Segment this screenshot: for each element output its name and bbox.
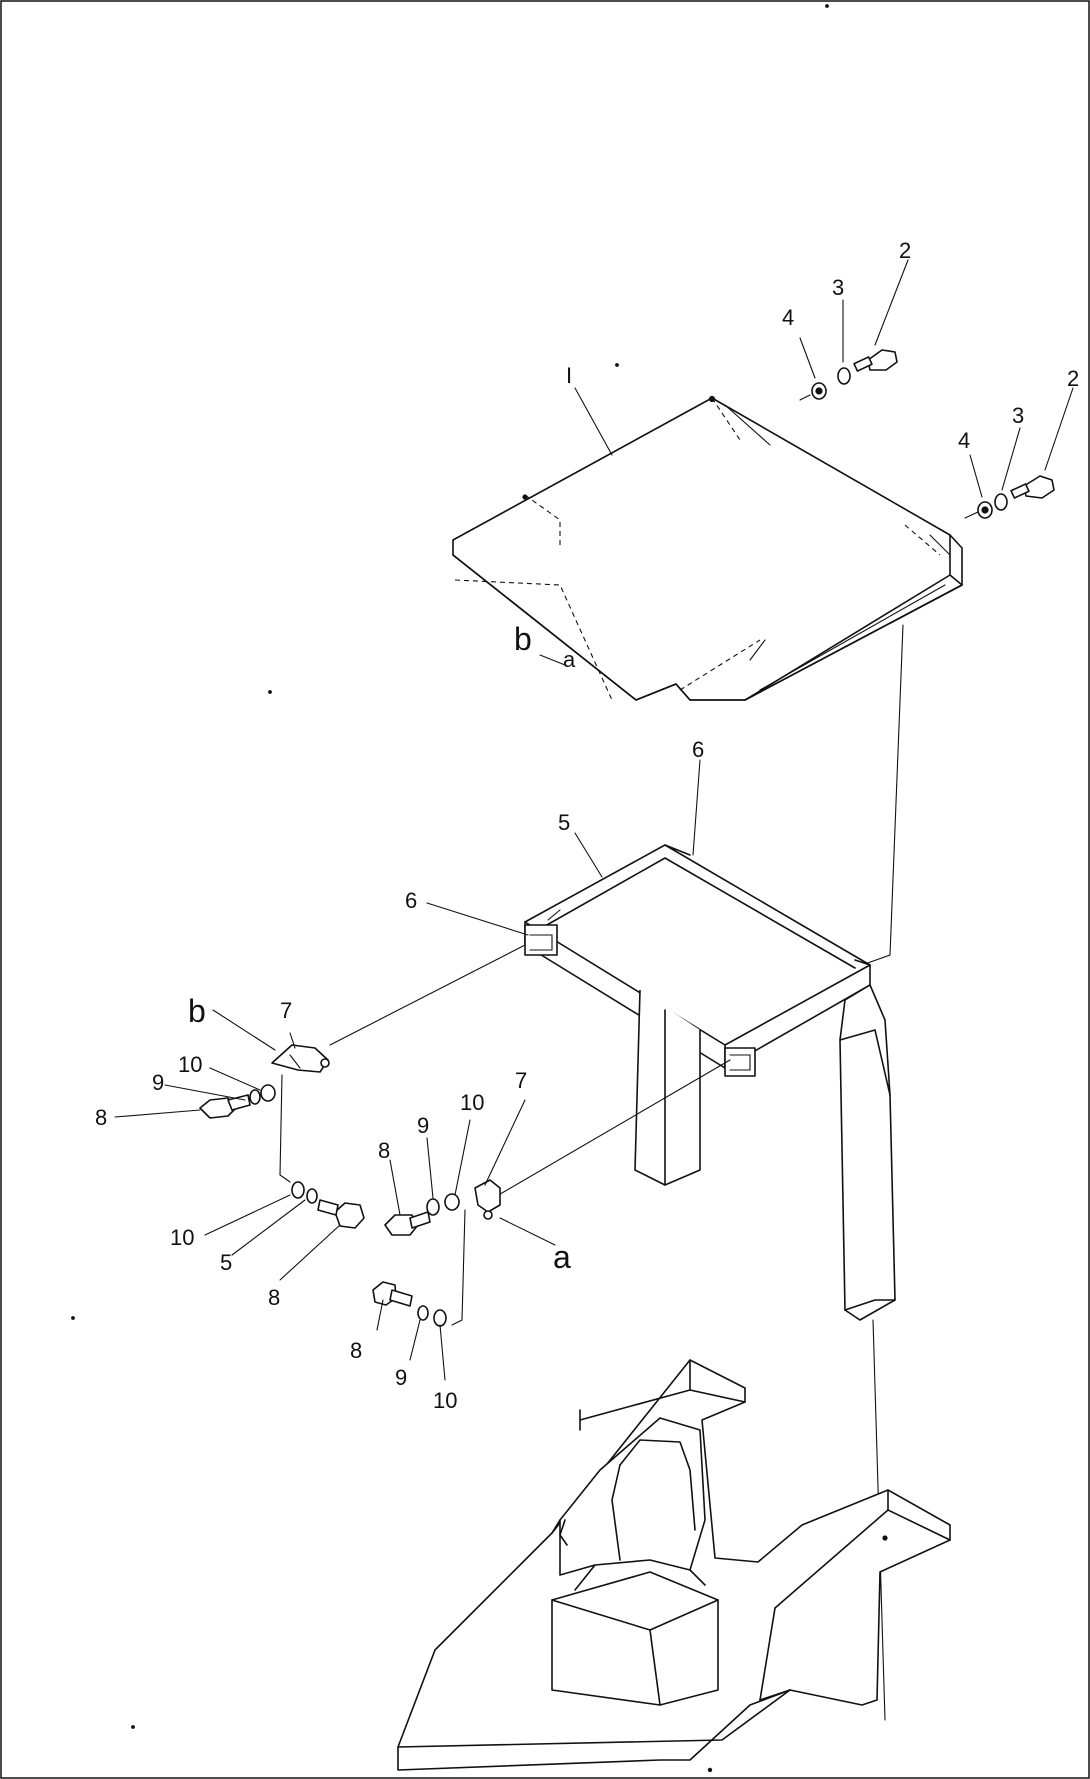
label-part-10: 10 [170, 1225, 194, 1250]
label-part-9: 9 [395, 1365, 407, 1390]
label-part-7: 7 [515, 1068, 527, 1093]
label-part-1: I [566, 363, 572, 388]
canopy-hole [522, 494, 528, 500]
label-part-8: 8 [95, 1105, 107, 1130]
label-part-7: 7 [280, 998, 292, 1023]
canopy-panel [452, 395, 963, 701]
label-part-9: 9 [152, 1070, 164, 1095]
label-part-2: 2 [1067, 366, 1079, 391]
label-part-3: 3 [1012, 403, 1024, 428]
label-part-5: 5 [220, 1250, 232, 1275]
label-ref-a: a [553, 1239, 571, 1275]
operator-platform [397, 1359, 951, 1773]
label-part-3: 3 [832, 275, 844, 300]
label-ref-b: b [514, 621, 532, 657]
label-part-10: 10 [460, 1090, 484, 1115]
label-part-2: 2 [899, 238, 911, 263]
label-part-5: 5 [558, 810, 570, 835]
label-part-8: 8 [268, 1285, 280, 1310]
label-part-10: 10 [433, 1388, 457, 1413]
label-part-4: 4 [782, 305, 794, 330]
label-part-8: 8 [350, 1338, 362, 1363]
label-ref-a: a [563, 647, 576, 672]
label-ref-b: b [188, 993, 206, 1029]
bracket-assembly-a [372, 1179, 501, 1327]
canopy-hole [708, 395, 716, 403]
label-part-6: 6 [405, 888, 417, 913]
bolt-set-upper [799, 349, 1055, 519]
label-part-6: 6 [692, 737, 704, 762]
label-part-8: 8 [378, 1138, 390, 1163]
canopy-frame [524, 844, 896, 1321]
label-part-9: 9 [417, 1113, 429, 1138]
label-part-4: 4 [958, 428, 970, 453]
label-part-10: 10 [178, 1052, 202, 1077]
bracket-assembly-b [199, 1044, 365, 1229]
